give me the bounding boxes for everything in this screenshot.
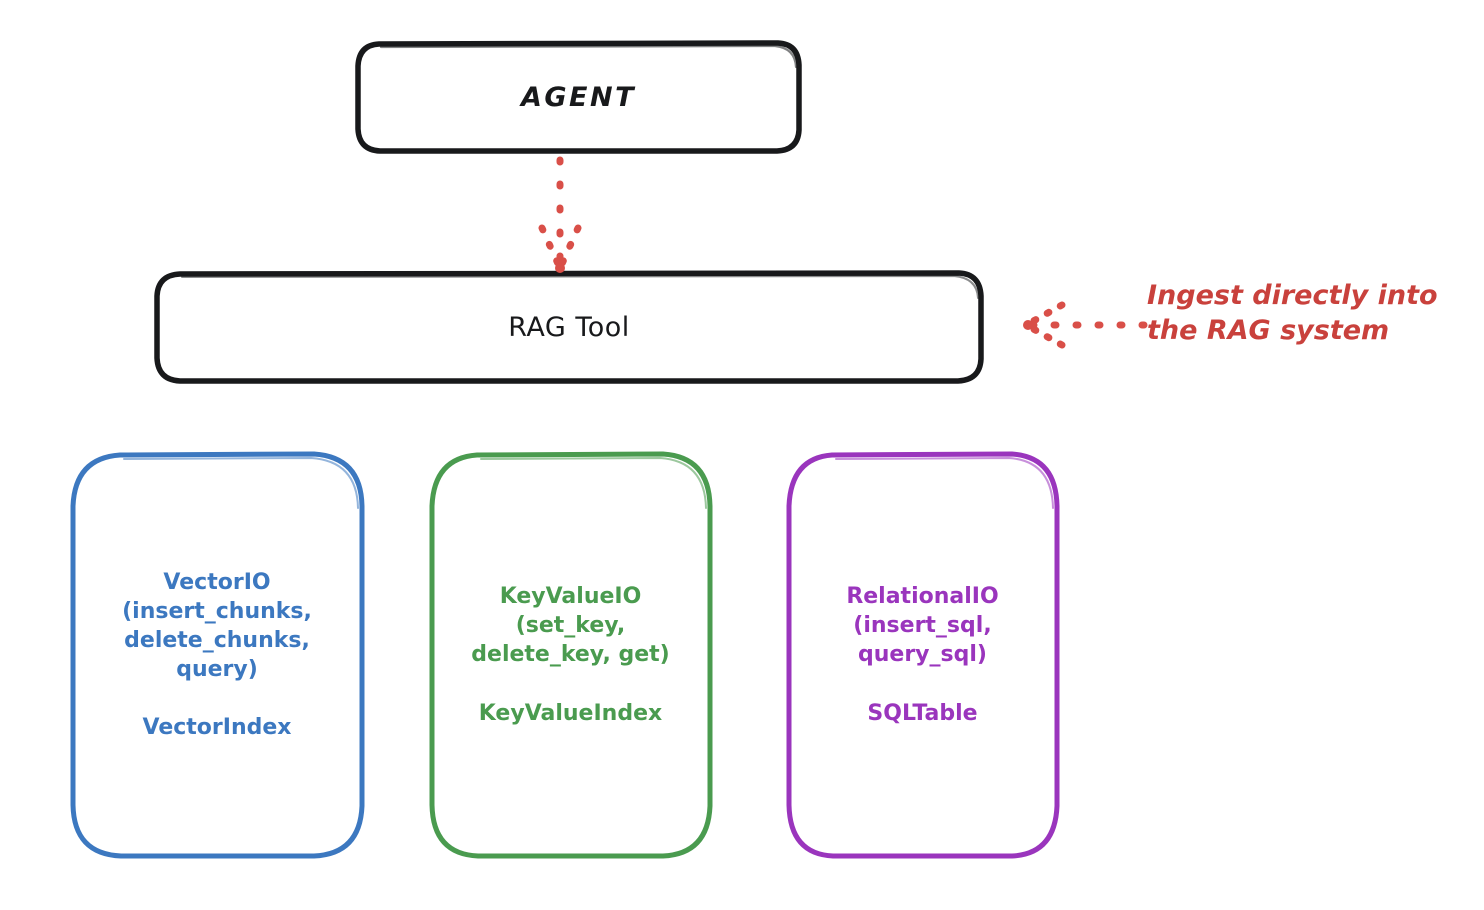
vector-io-text: VectorIO (insert_chunks, delete_chunks, … — [116, 568, 318, 743]
agent-box-outline — [355, 40, 802, 154]
vector-io-api-label: VectorIO (insert_chunks, delete_chunks, … — [122, 569, 312, 682]
node-key-value-io[interactable]: KeyValueIO (set_key, delete_key, get) Key… — [427, 450, 714, 860]
key-value-io-text: KeyValueIO (set_key, delete_key, get) Key… — [465, 582, 675, 728]
node-vector-io[interactable]: VectorIO (insert_chunks, delete_chunks, … — [68, 450, 366, 860]
relational-io-box-outline — [786, 451, 1060, 859]
node-rag-tool[interactable]: RAG Tool — [154, 270, 984, 384]
ingest-dotted-arrow — [1023, 301, 1148, 349]
node-relational-io[interactable]: RelationalIO (insert_sql, query_sql) SQLT… — [784, 450, 1061, 860]
key-value-io-api-label: KeyValueIO (set_key, delete_key, get) — [471, 584, 670, 668]
key-value-io-index-label: KeyValueIndex — [478, 700, 663, 726]
key-value-io-box-outline — [429, 451, 713, 859]
relational-io-text: RelationalIO (insert_sql, query_sql) SQLT… — [840, 582, 1004, 728]
vector-io-box-outline — [70, 451, 365, 859]
vector-io-index-label: VectorIndex — [142, 715, 292, 741]
relational-io-api-label: RelationalIO (insert_sql, query_sql) — [846, 584, 999, 668]
node-agent[interactable]: AGENT — [355, 40, 802, 154]
ingest-annotation-text: Ingest directly into the RAG system — [1147, 280, 1438, 346]
agent-to-rag-dotted-arrow — [538, 156, 582, 273]
rag-tool-box-outline — [154, 270, 984, 384]
relational-io-index-label: SQLTable — [867, 700, 978, 726]
